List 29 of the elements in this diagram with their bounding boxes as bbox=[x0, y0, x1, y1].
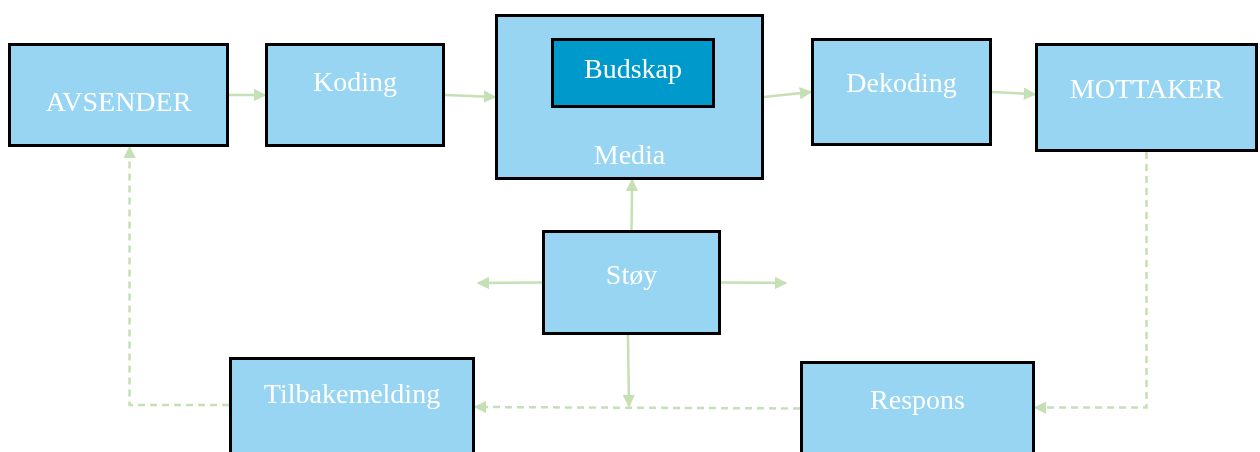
arrow bbox=[476, 276, 542, 290]
process-box bbox=[800, 361, 1035, 452]
process-box bbox=[495, 14, 764, 180]
box-label: Støy bbox=[604, 259, 659, 291]
arrow bbox=[721, 276, 788, 290]
arrow bbox=[444, 90, 497, 103]
arrow bbox=[622, 335, 636, 408]
arrow bbox=[123, 145, 229, 407]
box-label: Respons bbox=[869, 384, 966, 416]
box-label: MOTTAKER bbox=[1068, 73, 1225, 105]
process-box bbox=[551, 38, 715, 108]
arrow bbox=[473, 400, 800, 414]
arrow bbox=[229, 88, 267, 102]
box-label: Media bbox=[592, 139, 667, 171]
box-label: Budskap bbox=[583, 53, 683, 85]
process-box bbox=[265, 43, 445, 147]
arrow bbox=[1033, 152, 1148, 414]
process-box bbox=[229, 357, 475, 452]
box-label: AVSENDER bbox=[44, 86, 193, 118]
process-box bbox=[811, 38, 992, 146]
process-box bbox=[542, 230, 721, 335]
process-box bbox=[8, 43, 229, 147]
box-label: Dekoding bbox=[845, 67, 958, 99]
box-label: Koding bbox=[312, 66, 398, 98]
arrow bbox=[625, 178, 639, 230]
box-label: Tilbakemelding bbox=[262, 378, 442, 410]
process-box bbox=[1035, 43, 1258, 152]
arrow bbox=[763, 87, 813, 100]
arrow bbox=[991, 87, 1037, 100]
